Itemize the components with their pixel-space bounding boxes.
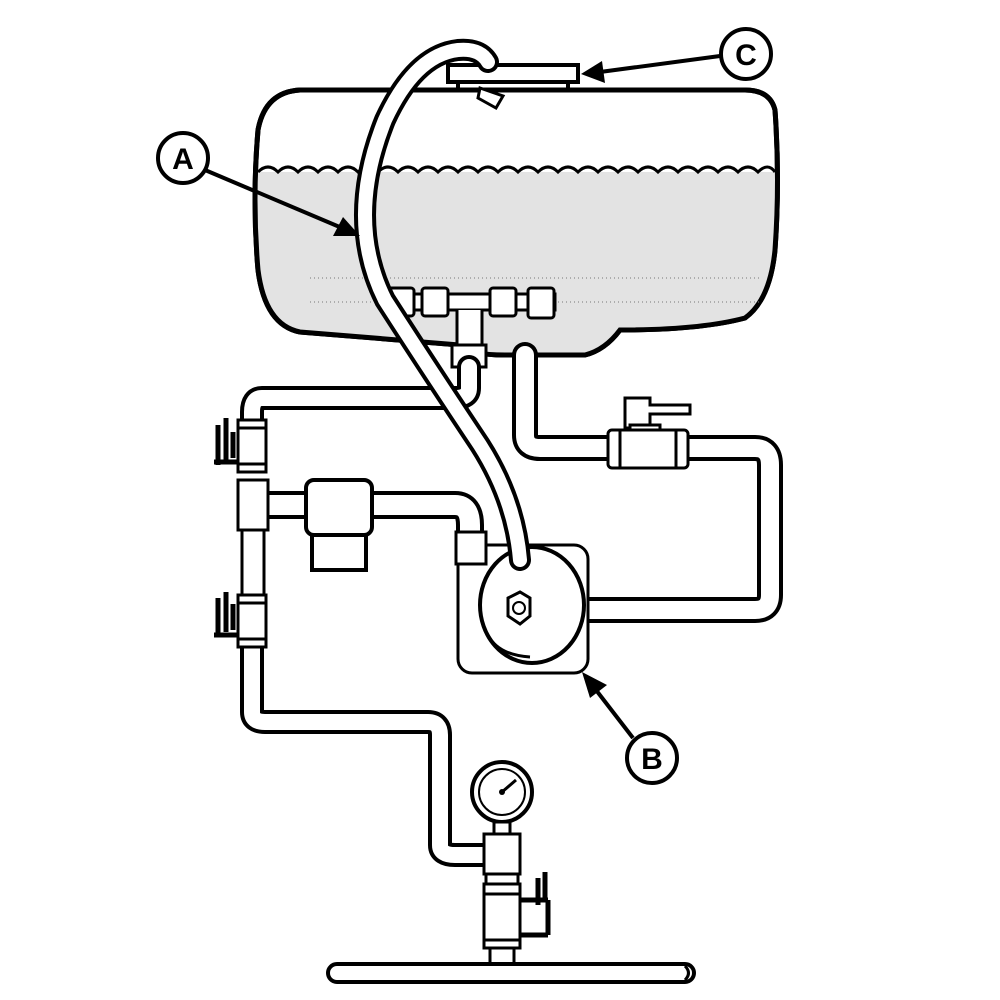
callout-c: C <box>719 27 773 81</box>
drain-handle <box>520 872 551 938</box>
pipe-outline <box>512 342 623 461</box>
pipe-outline <box>240 633 502 867</box>
manifold-nut <box>488 286 518 318</box>
callout-arrows <box>204 54 721 740</box>
callout-label-a: A <box>172 143 194 176</box>
hose-a <box>354 38 531 571</box>
pipe-fill <box>516 346 619 457</box>
pump-housing <box>478 545 586 665</box>
arrow-head-c <box>581 61 605 83</box>
pump <box>454 530 590 675</box>
manifold-nut <box>420 286 450 318</box>
callout-label-b: B <box>641 743 663 776</box>
arrow-head-a <box>333 217 360 236</box>
ball-valve-body <box>606 428 690 470</box>
pressure-gauge <box>470 760 534 838</box>
water-surface <box>256 165 777 175</box>
filter-housing <box>304 478 374 572</box>
fill-cap <box>446 63 580 84</box>
pump-inlet-fitting <box>454 530 488 566</box>
pipe-fill <box>255 495 480 560</box>
tank-outline-overlay <box>252 87 780 358</box>
callout-label-c: C <box>735 39 757 72</box>
left-valve-stack <box>214 418 270 649</box>
top-fitting <box>476 86 506 111</box>
pipe-fill <box>244 637 498 863</box>
manifold-nut <box>526 286 556 320</box>
pipe-fill <box>244 359 477 428</box>
gauge-tee <box>482 832 522 876</box>
tee-fitting <box>236 478 270 532</box>
pipes <box>240 342 783 867</box>
arrow-head-b <box>582 672 607 698</box>
valve-handle <box>214 418 238 465</box>
manifold-drop <box>455 310 484 347</box>
base-pipe <box>326 962 696 984</box>
callout-b: B <box>625 731 679 785</box>
drain-valve <box>482 832 551 966</box>
ball-valve <box>606 396 692 470</box>
pipe-fill <box>511 439 779 619</box>
callout-a: A <box>156 131 210 185</box>
valve-handle <box>214 592 238 638</box>
